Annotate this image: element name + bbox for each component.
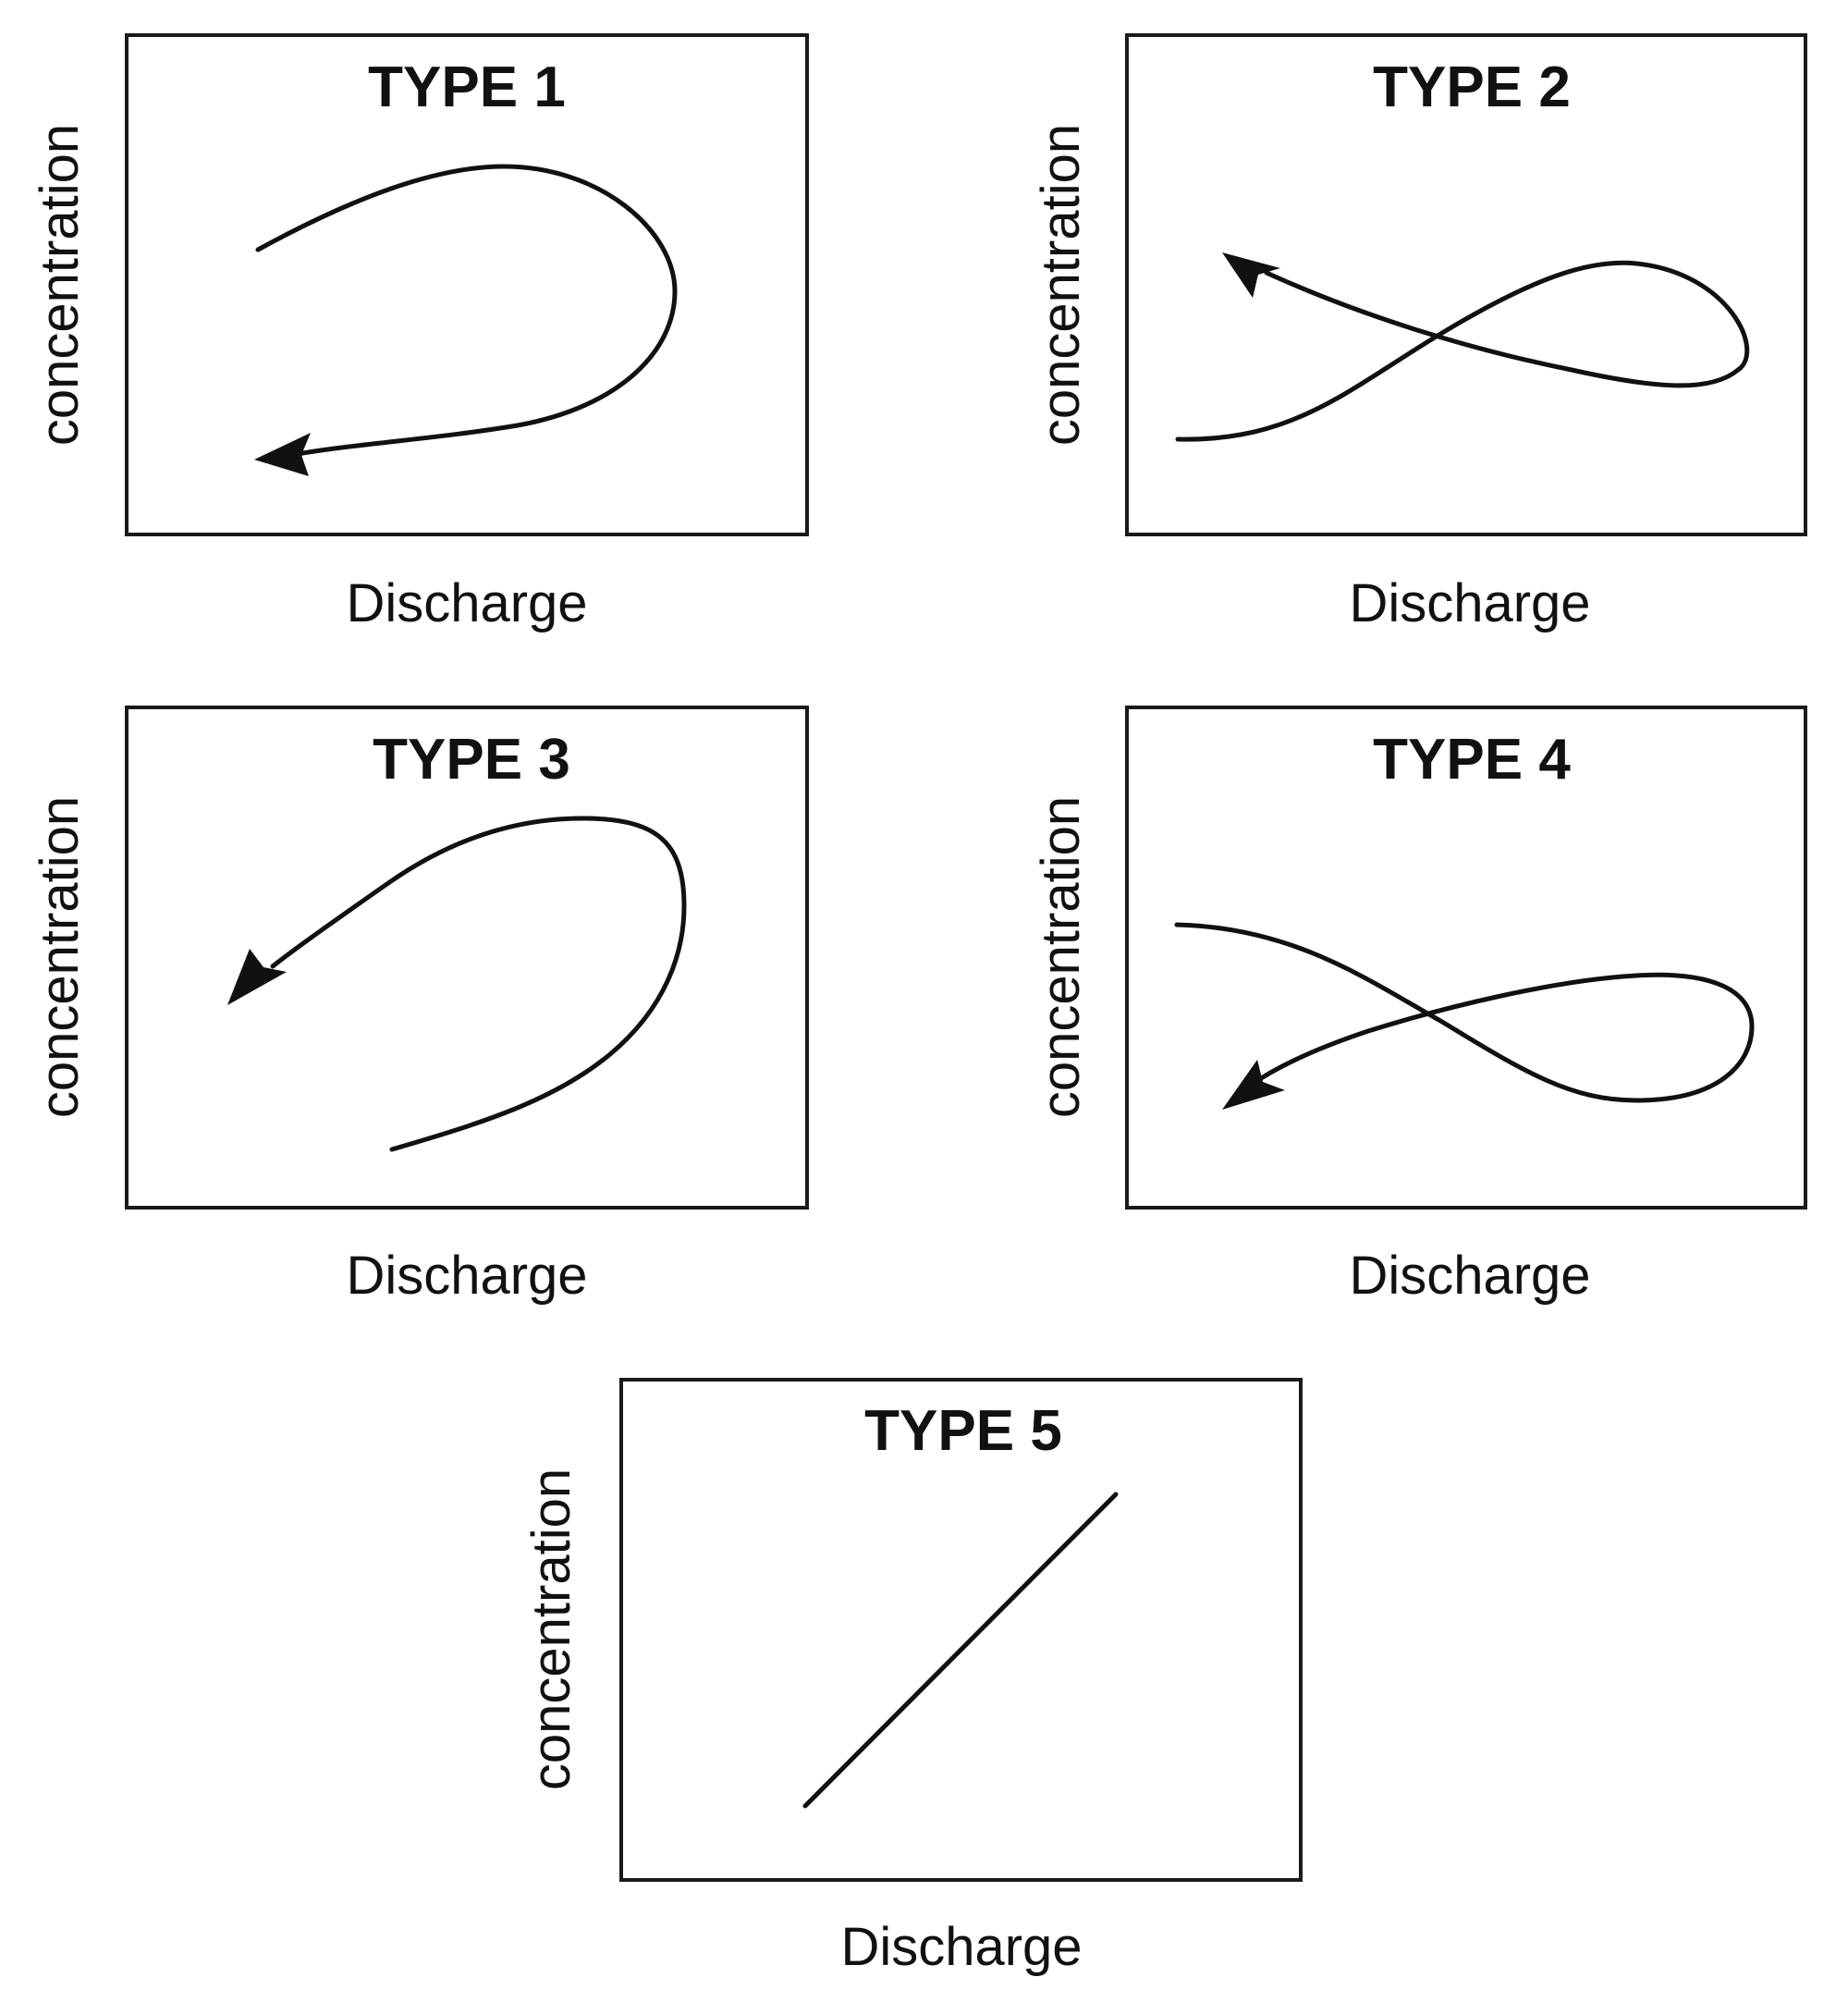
y-axis-label: concentration — [521, 1468, 581, 1790]
panel-frame — [619, 1378, 1303, 1882]
x-axis-label: Discharge — [840, 1917, 1082, 1977]
panel-frame — [1125, 33, 1807, 536]
hysteresis-curve — [1175, 260, 1750, 442]
panel-frame — [125, 33, 809, 536]
arrowhead-icon — [227, 949, 287, 1005]
hysteresis-curve — [270, 816, 687, 1152]
panel-title: TYPE 3 — [373, 728, 570, 792]
panel-type-5: TYPE 5 Discharge concentration — [521, 1378, 1303, 1977]
panel-type-2: TYPE 2 Discharge concentration — [1031, 33, 1807, 633]
x-axis-label: Discharge — [1349, 573, 1590, 633]
y-axis-label: concentration — [1031, 124, 1091, 446]
arrowhead-icon — [1222, 1060, 1285, 1110]
arrowhead-icon — [1222, 252, 1280, 298]
panel-title: TYPE 1 — [368, 55, 566, 119]
y-axis-label: concentration — [30, 796, 90, 1118]
panel-title: TYPE 2 — [1373, 55, 1571, 119]
x-axis-label: Discharge — [346, 1246, 587, 1306]
panel-frame — [1125, 706, 1807, 1210]
panel-type-1: TYPE 1 Discharge concentration — [30, 33, 809, 633]
panel-title: TYPE 5 — [864, 1399, 1062, 1463]
panel-type-4: TYPE 4 Discharge concentration — [1031, 706, 1807, 1306]
y-axis-label: concentration — [1031, 796, 1091, 1118]
panel-type-3: TYPE 3 Discharge concentration — [30, 706, 809, 1306]
x-axis-label: Discharge — [346, 573, 587, 633]
linear-relation-line — [802, 1492, 1119, 1809]
y-axis-label: concentration — [30, 124, 90, 446]
hysteresis-curve — [1174, 922, 1755, 1103]
x-axis-label: Discharge — [1349, 1246, 1590, 1306]
arrowhead-icon — [254, 433, 311, 476]
hysteresis-curve — [255, 164, 678, 459]
panel-title: TYPE 4 — [1373, 728, 1571, 792]
